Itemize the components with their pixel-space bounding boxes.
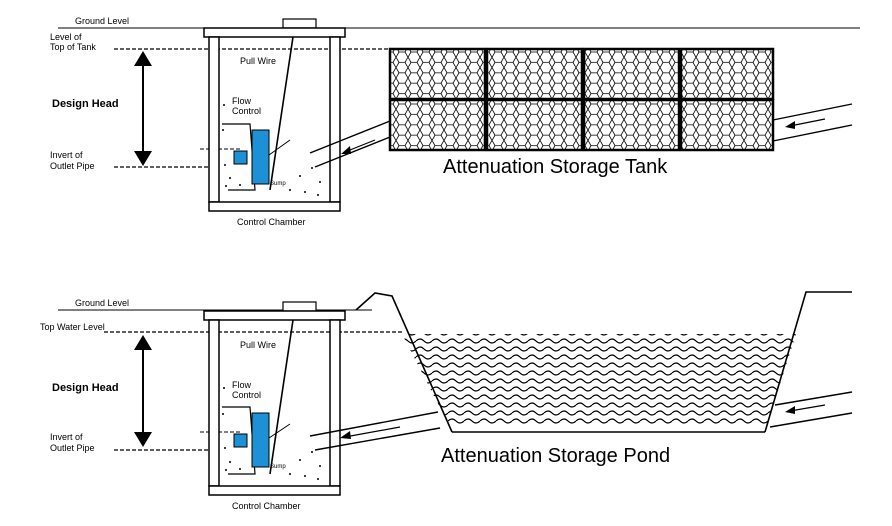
flow-arrow-head-icon [340, 431, 351, 439]
flow-arrow-head-icon [341, 146, 351, 154]
invert-label-2: Outlet Pipe [50, 161, 95, 171]
control-chamber: Pull Wire Flow Control Sump Control Cham… [203, 18, 346, 227]
design-head-arrow-up [134, 51, 152, 66]
chamber-wall-right [329, 319, 341, 487]
flow-control-label-1: Flow [232, 96, 252, 106]
pond-inlet-pipe [769, 391, 853, 428]
pond-caption: Attenuation Storage Pond [441, 445, 670, 467]
tank-cell [582, 98, 681, 152]
flow-arrow-icon [789, 118, 826, 127]
ground-level-label: Ground Level [75, 298, 129, 308]
tank-cell [485, 47, 584, 101]
sump-pointer-line [268, 139, 291, 156]
flow-arrow-icon [344, 426, 401, 438]
chamber-inlet-pipe [309, 411, 441, 451]
sump-label: Sump [270, 464, 286, 470]
pond-water [402, 334, 796, 425]
pull-wire-label: Pull Wire [240, 56, 276, 66]
tank-cell [582, 47, 681, 101]
pull-wire-label: Pull Wire [240, 340, 276, 350]
outlet-valve [233, 433, 248, 448]
chamber-wall-left [208, 36, 220, 203]
invert-label-1: Invert of [50, 150, 83, 160]
control-chamber-label: Control Chamber [237, 217, 306, 227]
tank-cell [679, 98, 775, 152]
pull-wire [269, 319, 294, 475]
chamber-wall-left [208, 319, 220, 487]
tank-cell [485, 98, 584, 152]
design-head-label: Design Head [52, 98, 119, 110]
invert-label-1: Invert of [50, 432, 83, 442]
flow-arrow-head-icon [785, 406, 795, 414]
chamber-wall-right [329, 36, 341, 203]
design-head-arrow-up [134, 335, 152, 350]
flow-control-label-1: Flow [232, 380, 252, 390]
design-head-arrow-down [134, 151, 152, 166]
bottom-panel: Ground Level Top Water Level Design Head… [40, 291, 853, 511]
flow-control-device [251, 412, 270, 468]
tank-inlet-pipe [772, 103, 853, 142]
gravel-texture [222, 387, 321, 480]
tank-cell [679, 47, 775, 101]
tank-caption: Attenuation Storage Tank [443, 156, 668, 178]
flow-control-label-2: Control [232, 106, 261, 116]
control-chamber-label: Control Chamber [232, 501, 301, 511]
flow-control-label-2: Control [232, 390, 261, 400]
flow-arrow-icon [789, 404, 826, 412]
top-water-level-label: Top Water Level [40, 322, 105, 332]
attenuation-storage-tank [388, 47, 775, 152]
top-panel: Ground Level Level of Top of Tank Design… [50, 16, 860, 227]
flow-arrow-head-icon [785, 121, 795, 129]
tank-cell [388, 47, 487, 101]
chamber-inlet-pipe [309, 120, 391, 168]
chamber-cover [282, 18, 317, 29]
tank-cell [388, 98, 487, 152]
chamber-base-slab [208, 201, 341, 212]
design-head-label: Design Head [52, 382, 119, 394]
pull-wire [269, 36, 294, 191]
control-chamber: Pull Wire Flow Control Sump Control Cham… [203, 301, 346, 511]
design-head-arrow-down [134, 432, 152, 447]
chamber-base-slab [208, 485, 341, 496]
ground-level-label: Ground Level [75, 16, 129, 26]
gravel-texture [222, 104, 321, 196]
sump-pointer-line [268, 423, 291, 439]
invert-label-2: Outlet Pipe [50, 443, 95, 453]
chamber-cover [282, 301, 317, 312]
chamber-lid-slab [203, 27, 346, 38]
sump-label: Sump [270, 181, 286, 187]
level-top-of-tank-label-1: Level of [50, 32, 82, 42]
chamber-lid-slab [203, 310, 346, 321]
outlet-valve [233, 150, 248, 165]
level-top-of-tank-label-2: Top of Tank [50, 42, 96, 52]
flow-control-device [251, 129, 270, 185]
